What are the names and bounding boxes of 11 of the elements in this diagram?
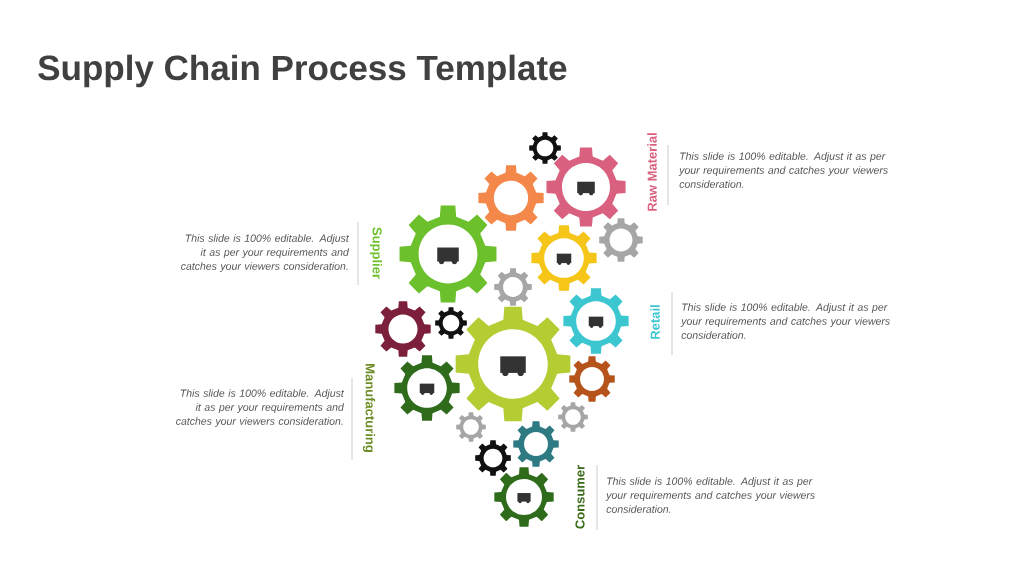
description-text: This slide is 100% editable. Adjust it as per your requirements and catches your viewers consideration.	[176, 389, 345, 427]
vertical-heading: Supplier	[369, 227, 383, 279]
vertical-heading: Consumer	[575, 465, 585, 529]
vertical-heading: Raw Material	[647, 133, 657, 211]
description-text: This slide is 100% editable. Adjust it as per your requirements and catches your viewers consideration.	[605, 477, 815, 513]
description-text: This slide is 100% editable. Adjust it as per your requirements and catches your viewers consideration.	[678, 152, 888, 188]
vertical-heading: Manufacturing	[362, 364, 376, 452]
description-text: This slide is 100% editable. Adjust it as per your requirements and catches your viewers consideration.	[680, 303, 890, 339]
vertical-heading: Retail	[650, 305, 660, 339]
description-text: This slide is 100% editable. Adjust it as per your requirements and catches your viewers consideration.	[181, 234, 350, 272]
slide-title: Supply Chain Process Template	[38, 54, 567, 88]
